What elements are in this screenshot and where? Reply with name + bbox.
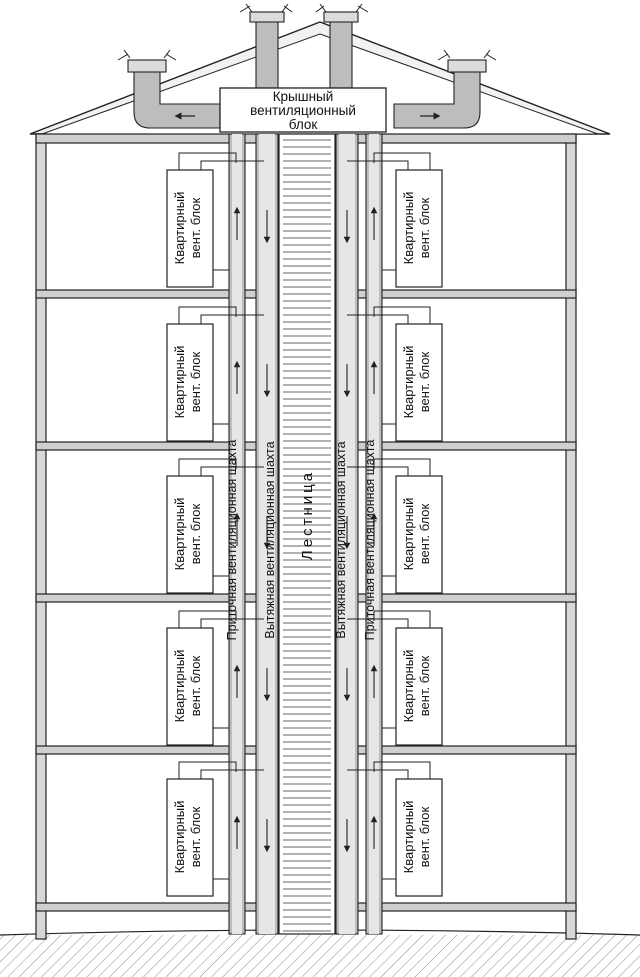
shaft-label-left-outer: Приточная вентиляционная шахта [225,440,239,641]
unit-connector [343,761,431,880]
unit-label-line2: вент. блок [417,503,432,564]
unit-label-line2: вент. блок [417,806,432,867]
unit-connector [178,306,271,425]
unit-connector [178,458,271,577]
unit-label-line2: вент. блок [188,351,203,412]
unit-connector [178,152,271,271]
roof-unit-line3: блок [289,117,318,132]
stairwell-label: Лестница [299,470,316,560]
unit-label-line1: Квартирный [401,498,416,571]
shaft-label-left-inner: Вытяжная вентиляционная шахта [263,441,277,638]
unit-label-line2: вент. блок [417,351,432,412]
unit-label-line2: вент. блок [417,197,432,258]
unit-label-line1: Квартирный [401,650,416,723]
shaft-labels: Приточная вентиляционная шахта Вытяжная … [225,440,377,641]
unit-label-line2: вент. блок [188,655,203,716]
unit-label-line1: Квартирный [172,346,187,419]
unit-label-line1: Квартирный [401,346,416,419]
ground [0,929,640,977]
stairwell [278,133,336,935]
unit-connector [343,152,431,271]
unit-label-line2: вент. блок [188,503,203,564]
shaft-label-right-outer: Приточная вентиляционная шахта [363,440,377,641]
unit-label-line1: Квартирный [172,498,187,571]
unit-connector [178,761,271,880]
roof-unit-line1: Крышный [273,89,334,104]
shaft-label-right-inner: Вытяжная вентиляционная шахта [334,441,348,638]
roof-vent-unit: Крышный вентиляционный блок [219,87,387,133]
unit-label-line1: Квартирный [172,650,187,723]
unit-label-line2: вент. блок [188,806,203,867]
unit-label-line1: Квартирный [401,801,416,874]
unit-label-line2: вент. блок [417,655,432,716]
roof-unit-line2: вентиляционный [250,103,356,118]
unit-connector [343,306,431,425]
unit-connector [343,610,431,729]
unit-label-line1: Квартирный [401,192,416,265]
unit-label-line2: вент. блок [188,197,203,258]
unit-label-line1: Квартирный [172,192,187,265]
roof-ducts [117,3,497,129]
unit-label-line1: Квартирный [172,801,187,874]
unit-connector [343,458,431,577]
unit-connector [178,610,271,729]
